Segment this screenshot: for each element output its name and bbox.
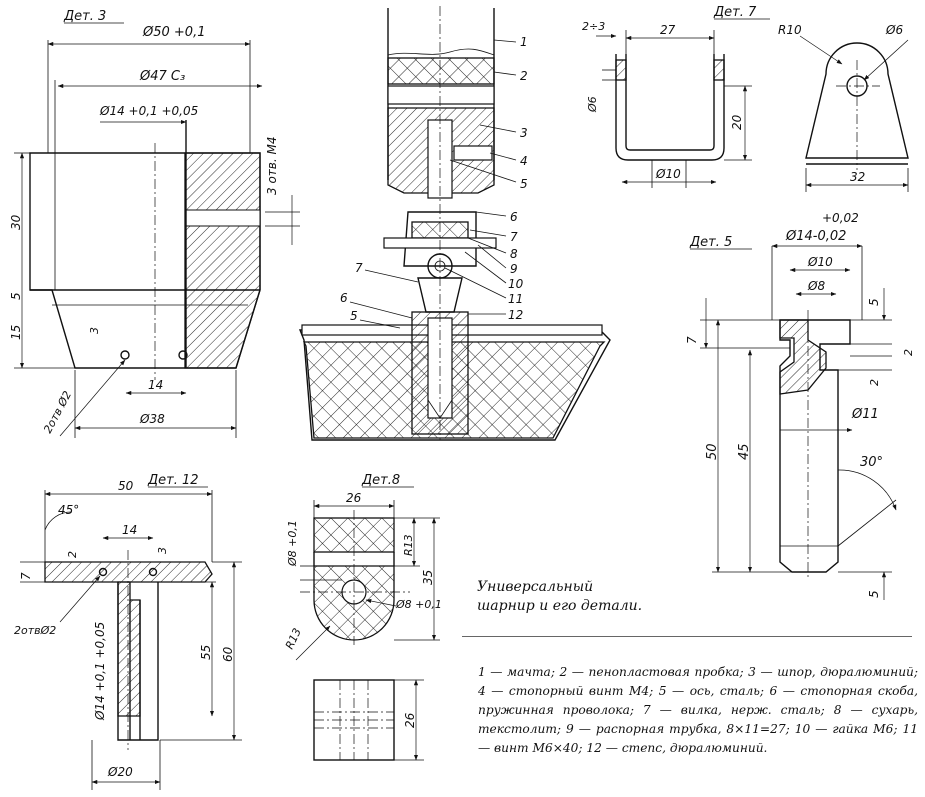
det8-dim-35: 35 bbox=[421, 570, 435, 585]
det7-dim-27: 27 bbox=[660, 23, 676, 37]
det12-dim-14: 14 bbox=[122, 523, 137, 537]
det7-dim-d10: Ø10 bbox=[655, 167, 681, 181]
figure-caption: Универсальный шарнир и его детали. bbox=[477, 578, 677, 616]
callouts-left: 7 6 5 bbox=[340, 261, 419, 329]
det3-dim-30: 30 bbox=[9, 214, 23, 230]
svg-text:10: 10 bbox=[508, 277, 524, 291]
svg-text:7: 7 bbox=[510, 230, 518, 244]
det3-dim-2holes: 2отв Ø2 bbox=[41, 389, 74, 436]
det5-dim-7: 7 bbox=[685, 336, 699, 344]
det12-title: Дет. 12 bbox=[147, 473, 199, 488]
det8-dim-26-side: 26 bbox=[403, 712, 417, 728]
det5-dim-2b: 2 bbox=[868, 379, 881, 386]
det8-drawing: Дет.8 26 Ø8 +0,1 R13 35 Ø8 +0,1 R13 bbox=[283, 473, 442, 761]
det3-drawing: Дет. 3 Ø50 +0,1 Ø47 C₃ Ø14 +0,1 +0,05 3 … bbox=[9, 9, 300, 438]
caption-line-2: шарнир и его детали. bbox=[477, 598, 643, 614]
det7-title: Дет. 7 bbox=[713, 5, 757, 20]
det3-dim-d38: Ø38 bbox=[139, 412, 165, 426]
det3-dim-d14: Ø14 +0,1 +0,05 bbox=[99, 104, 198, 118]
det5-title: Дет. 5 bbox=[689, 235, 732, 250]
det3-dim-d47: Ø47 C₃ bbox=[139, 69, 185, 84]
det12-dim-45deg: 45° bbox=[58, 503, 79, 517]
caption-line-1: Универсальный bbox=[477, 579, 594, 595]
svg-text:6: 6 bbox=[340, 291, 348, 305]
svg-text:7: 7 bbox=[355, 261, 363, 275]
det5-dim-5-top: 5 bbox=[867, 298, 881, 306]
det12-dim-3: 3 bbox=[156, 547, 169, 554]
det8-dim-d8-left: Ø8 +0,1 bbox=[286, 520, 299, 567]
det5-dim-d10: Ø10 bbox=[807, 255, 833, 269]
det3-dim-3: 3 bbox=[88, 327, 101, 334]
svg-text:9: 9 bbox=[510, 262, 518, 276]
det12-drawing: Дет. 12 50 45° 14 2 3 7 2отвØ2 Ø14 +0,1 … bbox=[14, 473, 242, 790]
svg-text:2: 2 bbox=[520, 69, 528, 83]
svg-text:1: 1 bbox=[520, 35, 528, 49]
det7-dim-d6-left: Ø6 bbox=[586, 96, 599, 113]
det3-dim-d50: Ø50 +0,1 bbox=[142, 25, 205, 40]
det3-dim-m4: 3 отв. М4 bbox=[265, 137, 279, 195]
det7-dim-32: 32 bbox=[850, 170, 865, 184]
det5-dim-d11: Ø11 bbox=[851, 407, 879, 422]
callouts-right: 1 2 3 4 5 6 7 8 9 10 11 12 bbox=[444, 35, 528, 322]
svg-text:12: 12 bbox=[508, 308, 523, 322]
det8-dim-r13-bottom: R13 bbox=[283, 626, 304, 651]
det5-dim-45: 45 bbox=[737, 443, 752, 460]
svg-text:5: 5 bbox=[520, 177, 528, 191]
det5-drawing: Дет. 5 +0,02 Ø14-0,02 Ø10 Ø8 5 2 2 7 50 bbox=[685, 211, 915, 600]
det7-dim-thk: 2÷3 bbox=[582, 20, 605, 33]
det8-title: Дет.8 bbox=[361, 473, 400, 488]
det5-dim-30deg: 30° bbox=[860, 455, 883, 470]
det5-dim-2a: 2 bbox=[902, 349, 915, 356]
det12-dim-7: 7 bbox=[19, 572, 33, 580]
det5-dim-d14: Ø14-0,02 bbox=[785, 229, 846, 244]
det8-dim-r13-top: R13 bbox=[402, 534, 415, 556]
parts-legend: 1 — мачта; 2 — пенопластовая пробка; 3 —… bbox=[478, 665, 918, 755]
svg-text:11: 11 bbox=[508, 292, 523, 306]
det3-dim-15: 15 bbox=[9, 325, 23, 340]
det3-dim-14: 14 bbox=[148, 378, 163, 392]
det12-dim-d14: Ø14 +0,1 +0,05 bbox=[93, 622, 107, 721]
det5-dim-50: 50 bbox=[705, 443, 720, 460]
det12-dim-55: 55 bbox=[199, 645, 213, 660]
det5-dim-5-bottom: 5 bbox=[867, 590, 881, 598]
det7-drawing: Дет. 7 27 2÷3 Ø6 20 Ø10 R10 Ø6 bbox=[582, 5, 909, 192]
svg-text:4: 4 bbox=[520, 154, 528, 168]
det7-dim-20: 20 bbox=[730, 114, 744, 130]
det7-dim-d6-right: Ø6 bbox=[885, 23, 903, 37]
svg-text:3: 3 bbox=[520, 126, 528, 140]
svg-text:8: 8 bbox=[510, 247, 518, 261]
assembly-drawing: 1 2 3 4 5 6 7 8 9 10 11 12 7 6 5 bbox=[298, 6, 611, 441]
det12-dim-60: 60 bbox=[221, 646, 235, 662]
det3-title: Дет. 3 bbox=[63, 9, 106, 24]
det5-tol: +0,02 bbox=[822, 211, 859, 225]
det12-dim-50: 50 bbox=[118, 479, 134, 493]
det5-dim-d8: Ø8 bbox=[807, 279, 825, 293]
det12-dim-d20: Ø20 bbox=[107, 765, 133, 779]
det12-dim-2: 2 bbox=[66, 551, 79, 558]
det8-dim-26: 26 bbox=[346, 491, 362, 505]
det3-dim-5: 5 bbox=[9, 292, 23, 300]
det7-dim-r10: R10 bbox=[778, 23, 802, 37]
svg-text:6: 6 bbox=[510, 210, 518, 224]
det8-dim-d8-right: Ø8 +0,1 bbox=[395, 598, 442, 611]
det12-dim-2holes: 2отвØ2 bbox=[14, 624, 56, 637]
svg-text:5: 5 bbox=[350, 309, 358, 323]
caption-divider bbox=[462, 636, 912, 637]
